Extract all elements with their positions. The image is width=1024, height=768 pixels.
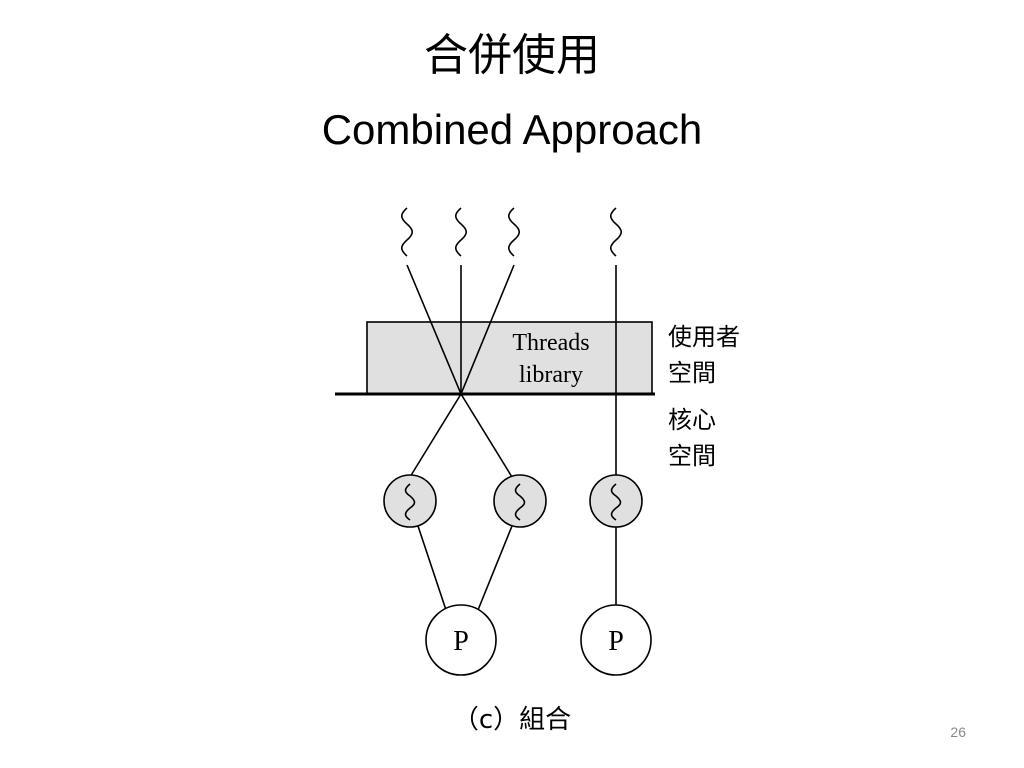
- map-line-1: [406, 264, 462, 395]
- map-line-3: [460, 264, 515, 395]
- user-threads: [400, 207, 623, 257]
- kernel-thread-2: [493, 474, 547, 528]
- mapping-lines: [406, 264, 617, 478]
- kernel-threads: [383, 474, 643, 528]
- slide-title-english: Combined Approach: [321, 106, 703, 153]
- processor-1: [425, 604, 497, 676]
- slide-title-chinese: 合併使用: [424, 30, 600, 81]
- map-line-6: [460, 393, 513, 478]
- map-line-5: [409, 393, 462, 478]
- link-kt1-p1: [417, 525, 447, 611]
- user-thread-3: [507, 207, 521, 257]
- threads-library-label-line2: library: [519, 362, 583, 388]
- diagram-caption: （c）組合: [453, 705, 571, 735]
- page-number: 26: [950, 724, 966, 740]
- link-kt2-p1: [477, 525, 513, 611]
- processor-2: [580, 604, 652, 676]
- threads-library-box: [366, 321, 653, 395]
- threads-library-label-line1: Threads: [512, 330, 589, 356]
- processor-links: [417, 525, 617, 611]
- processor-2-label: P: [608, 626, 624, 657]
- kernel-thread-1: [383, 474, 437, 528]
- kernel-thread-3: [589, 474, 643, 528]
- user-space-label-line2: 空間: [668, 359, 716, 387]
- kernel-space-label-line2: 空間: [668, 442, 716, 470]
- processors: P P: [425, 604, 652, 676]
- user-thread-2: [454, 207, 468, 257]
- kernel-space-label-line1: 核心: [668, 406, 716, 434]
- processor-1-label: P: [453, 626, 469, 657]
- user-space-label-line1: 使用者: [668, 323, 740, 351]
- user-thread-1: [400, 207, 414, 257]
- user-thread-4: [609, 207, 623, 257]
